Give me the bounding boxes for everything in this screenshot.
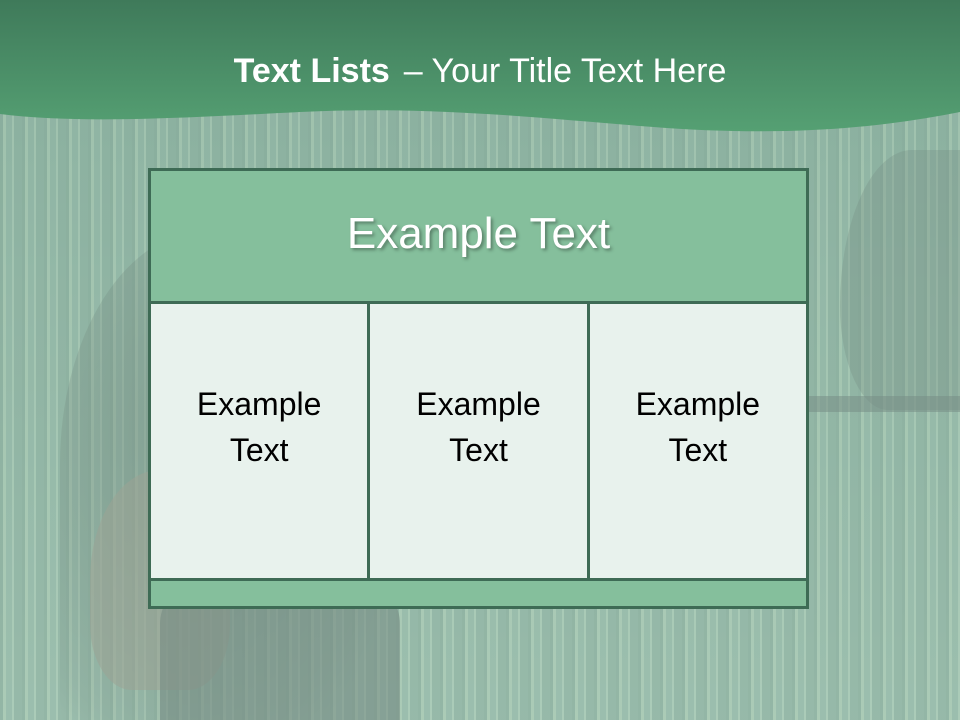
slide-title: Text Lists – Your Title Text Here xyxy=(0,52,960,91)
table-cell-text: Example Text xyxy=(196,386,322,468)
table-cell-3: Example Text xyxy=(586,304,806,578)
title-bold-text: Text Lists xyxy=(233,52,390,90)
table-header-text: Example Text xyxy=(346,209,611,258)
table-footer-bar xyxy=(151,581,806,606)
title-banner xyxy=(0,0,960,132)
table-row: Example Text Example Text Example Text xyxy=(151,304,806,581)
title-subtitle-text: – Your Title Text Here xyxy=(403,52,727,90)
table-cell-2: Example Text xyxy=(367,304,587,578)
table-header: Example Text xyxy=(151,171,806,304)
table-cell-text: Example Text xyxy=(635,386,761,468)
text-list-table: Example Text Example Text Example Text E… xyxy=(148,168,809,609)
table-cell-1: Example Text xyxy=(151,304,368,578)
table-cell-text: Example Text xyxy=(416,386,541,468)
